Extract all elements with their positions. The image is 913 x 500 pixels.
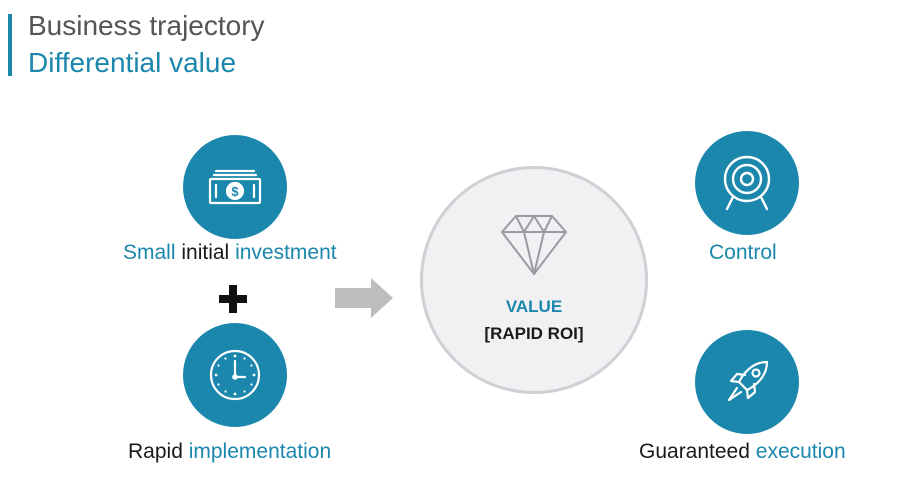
value-label: VALUE — [505, 297, 563, 316]
control-label-text: Control — [709, 241, 777, 264]
control-label: Control — [709, 241, 777, 265]
plus-icon — [219, 285, 247, 313]
diamond-icon — [501, 215, 567, 275]
svg-text:$: $ — [231, 184, 239, 199]
implementation-label: Rapid implementation — [128, 440, 331, 464]
value-circle — [420, 166, 648, 394]
execution-icon-circle — [695, 330, 799, 434]
investment-label-investment: investment — [235, 241, 337, 264]
page-title: Business trajectory — [28, 10, 265, 41]
execution-label-guaranteed: Guaranteed — [639, 440, 750, 463]
investment-icon-circle: $ — [183, 135, 287, 239]
money-icon: $ — [208, 169, 262, 205]
page-subtitle: Differential value — [28, 47, 237, 78]
execution-label: Guaranteed execution — [639, 440, 846, 464]
investment-label: Small initial investment — [123, 241, 337, 265]
clock-icon — [209, 349, 261, 401]
implementation-label-implementation: implementation — [188, 440, 332, 463]
rocket-icon — [727, 360, 769, 402]
implementation-label-rapid: Rapid — [128, 440, 183, 463]
title-accent-bar — [8, 14, 12, 76]
implementation-icon-circle — [183, 323, 287, 427]
investment-label-initial: initial — [181, 241, 230, 264]
control-icon-circle — [695, 131, 799, 235]
execution-label-execution: execution — [755, 440, 846, 463]
investment-label-small: Small — [123, 241, 176, 264]
arrow-right-icon — [335, 278, 393, 318]
rapid-roi-label: [RAPID ROI] — [484, 324, 584, 343]
target-icon — [723, 155, 771, 211]
